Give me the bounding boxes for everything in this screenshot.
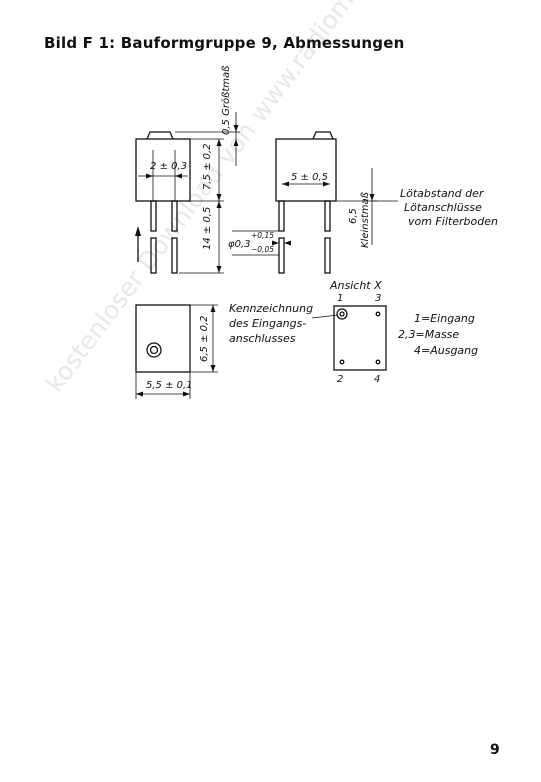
pin-diameter-dimension: φ0,3: [228, 239, 251, 250]
marking-leader: [311, 314, 339, 319]
marking-line3: anschlusses: [229, 332, 296, 345]
max-size-dimension: 0,5 Größtmaß: [221, 66, 232, 135]
input-marker-outer: [336, 308, 348, 320]
body-height-dimension: 7,5 ± 0,2: [202, 143, 213, 190]
diameter-arrow-right: [284, 240, 291, 246]
spacing-arrow-right: [323, 181, 330, 187]
solder-note-line1: Lötabstand der: [400, 187, 485, 200]
pin-dot-2: [339, 359, 345, 365]
base-height-arrow-bottom: [210, 365, 216, 372]
base-width-dimension: 5,5 ± 0,1: [146, 380, 193, 391]
pin-label-1: 1: [337, 293, 343, 304]
front-pin-left-upper: [150, 200, 157, 232]
base-width-arrow-left: [136, 391, 143, 397]
side-pin-right-upper: [324, 200, 331, 232]
view-x-label: Ansicht X: [329, 279, 382, 292]
legend-line2: 2,3=Masse: [398, 328, 459, 341]
standoff-note: Kleinstmaß: [360, 192, 371, 248]
front-pin-right-lower: [171, 237, 178, 274]
pitch-arrow-left: [146, 173, 153, 179]
height-arrow-top: [216, 139, 222, 146]
side-pin-right-lower: [324, 237, 331, 274]
spacing-dimension: 5 ± 0,5: [291, 172, 328, 183]
pin-dot-3: [375, 311, 381, 317]
side-view: 5 ± 0,5 φ0,3 +0,15 −0,05 6,5 Kleinstmaß …: [228, 131, 498, 274]
standoff-dimension: 6,5: [348, 208, 359, 224]
top-view-body: [135, 304, 191, 373]
standoff-arrow: [369, 194, 375, 201]
marking-line1: Kennzeichnung: [229, 302, 313, 315]
top-view: 6,5 ± 0,2 5,5 ± 0,1: [135, 304, 218, 399]
page-number: 9: [490, 742, 500, 758]
front-top-tab: [146, 131, 174, 140]
diameter-arrow-left: [272, 240, 279, 246]
marking-line2: des Eingangs-: [229, 317, 306, 330]
pin-diameter-lower-tol: −0,05: [251, 245, 274, 254]
legend-line1: 1=Eingang: [414, 312, 475, 325]
max-size-arrow-up: [233, 139, 239, 146]
solder-note-line3: vom Filterboden: [408, 215, 498, 228]
top-view-marker-outer: [146, 342, 162, 358]
spacing-arrow-left: [282, 181, 289, 187]
pin-length-dimension: 14 ± 0,5: [202, 207, 213, 250]
height-arrow-bottom: [216, 266, 222, 273]
legend-line3: 4=Ausgang: [414, 344, 478, 357]
input-marker-inner: [339, 311, 345, 317]
height-arrow-mid-down: [216, 201, 222, 208]
solder-note-line2: Lötanschlüsse: [404, 201, 482, 214]
front-body: [135, 138, 191, 202]
top-view-marker-inner: [149, 345, 159, 355]
view-x: Ansicht X 1 3 2 4 Kennzeichnung des Eing…: [229, 279, 478, 385]
pin-label-2: 2: [337, 374, 343, 385]
pin-diameter-upper-tol: +0,15: [251, 231, 274, 240]
pitch-arrow-right: [175, 173, 182, 179]
base-width-arrow-right: [183, 391, 190, 397]
side-pin-left-upper: [278, 200, 285, 232]
base-height-arrow-top: [210, 305, 216, 312]
view-x-body: [333, 305, 387, 371]
front-pin-left-lower: [150, 237, 157, 274]
pin-label-4: 4: [374, 374, 380, 385]
front-view: 2 ± 0,3 7,5 ± 0,2 14 ± 0,5: [135, 66, 240, 274]
base-height-dimension: 6,5 ± 0,2: [199, 315, 210, 362]
max-size-arrow-down: [233, 125, 239, 132]
side-top-tab: [312, 131, 334, 140]
figure-title: Bild F 1: Bauformgruppe 9, Abmessungen: [44, 34, 405, 52]
pin-label-3: 3: [375, 293, 381, 304]
side-body: [275, 138, 337, 202]
front-pin-right-upper: [171, 200, 178, 232]
view-arrow-head: [135, 226, 141, 236]
pitch-dimension: 2 ± 0,3: [150, 161, 187, 172]
height-arrow-mid-up: [216, 194, 222, 201]
pin-dot-4: [375, 359, 381, 365]
side-pin-left-lower: [278, 237, 285, 274]
